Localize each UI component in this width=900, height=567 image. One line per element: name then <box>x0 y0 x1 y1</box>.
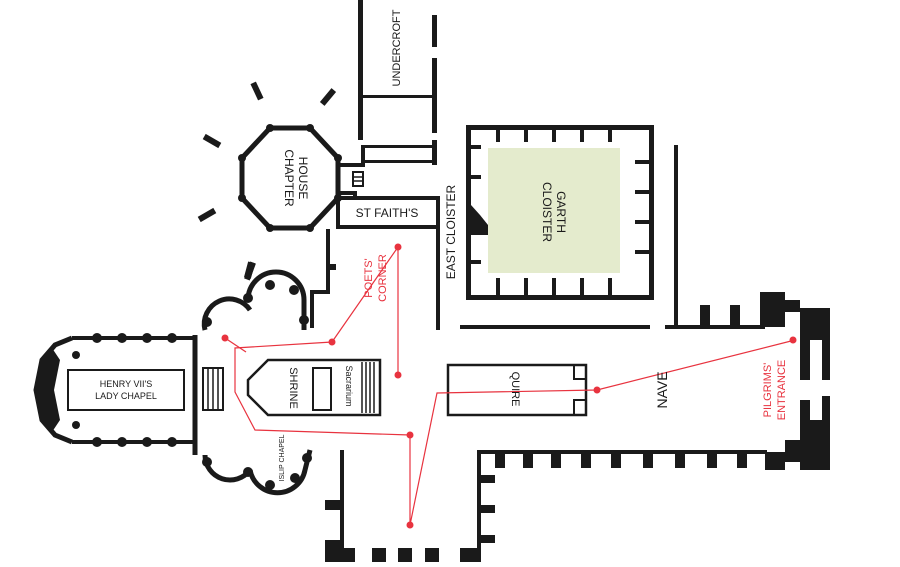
st-faiths-walls <box>336 196 440 330</box>
cloister-garth-lawn <box>488 148 620 273</box>
label-chapter-house-1: CHAPTER <box>282 149 296 207</box>
west-front <box>765 292 830 470</box>
south-transept-wall <box>310 229 336 328</box>
label-henry-vii-2: LADY CHAPEL <box>95 391 157 401</box>
henry-vii-chapel <box>33 333 224 447</box>
route-stop-north-transept[interactable] <box>406 521 414 529</box>
label-islip-chapel: ISLIP CHAPEL <box>279 434 286 481</box>
chapter-house <box>197 81 365 281</box>
route-stop-lady-chapel[interactable] <box>221 334 229 342</box>
route-stop-poets-corner[interactable] <box>328 338 336 346</box>
visitor-route <box>221 243 797 529</box>
label-shrine: SHRINE <box>287 367 299 409</box>
apse-buttresses <box>202 261 312 490</box>
label-henry-vii-1: HENRY VII'S <box>100 379 152 389</box>
undercroft-walls <box>358 0 437 165</box>
label-nave: NAVE <box>654 371 670 408</box>
label-east-cloister: EAST CLOISTER <box>444 184 458 279</box>
north-transept <box>325 450 481 562</box>
cloister-walls <box>466 125 654 300</box>
nave-north-wall <box>477 450 767 562</box>
route-stop-pilgrims-entrance[interactable] <box>789 336 797 344</box>
route-stop-quire[interactable] <box>593 386 601 394</box>
label-poets-corner-2: CORNER <box>377 254 389 302</box>
label-pilgrims-1: PILGRIMS' <box>762 363 774 418</box>
route-stop-st-faiths[interactable] <box>394 243 402 251</box>
label-pilgrims-2: ENTRANCE <box>776 360 788 421</box>
route-stop-south-transept[interactable] <box>394 371 402 379</box>
label-cloister-garth-2: GARTH <box>554 191 568 233</box>
label-sacrarium: Sacrarium <box>344 365 354 406</box>
route-stop-sanctuary[interactable] <box>406 431 414 439</box>
label-poets-corner-1: POETS' <box>363 258 375 297</box>
label-undercroft: UNDERCROFT <box>391 9 403 86</box>
label-quire: QUIRE <box>509 372 521 407</box>
label-cloister-garth-1: CLOISTER <box>540 182 554 242</box>
label-chapter-house-2: HOUSE <box>296 157 310 200</box>
shrine <box>246 358 382 417</box>
label-st-faiths: ST FAITH'S <box>356 206 419 220</box>
